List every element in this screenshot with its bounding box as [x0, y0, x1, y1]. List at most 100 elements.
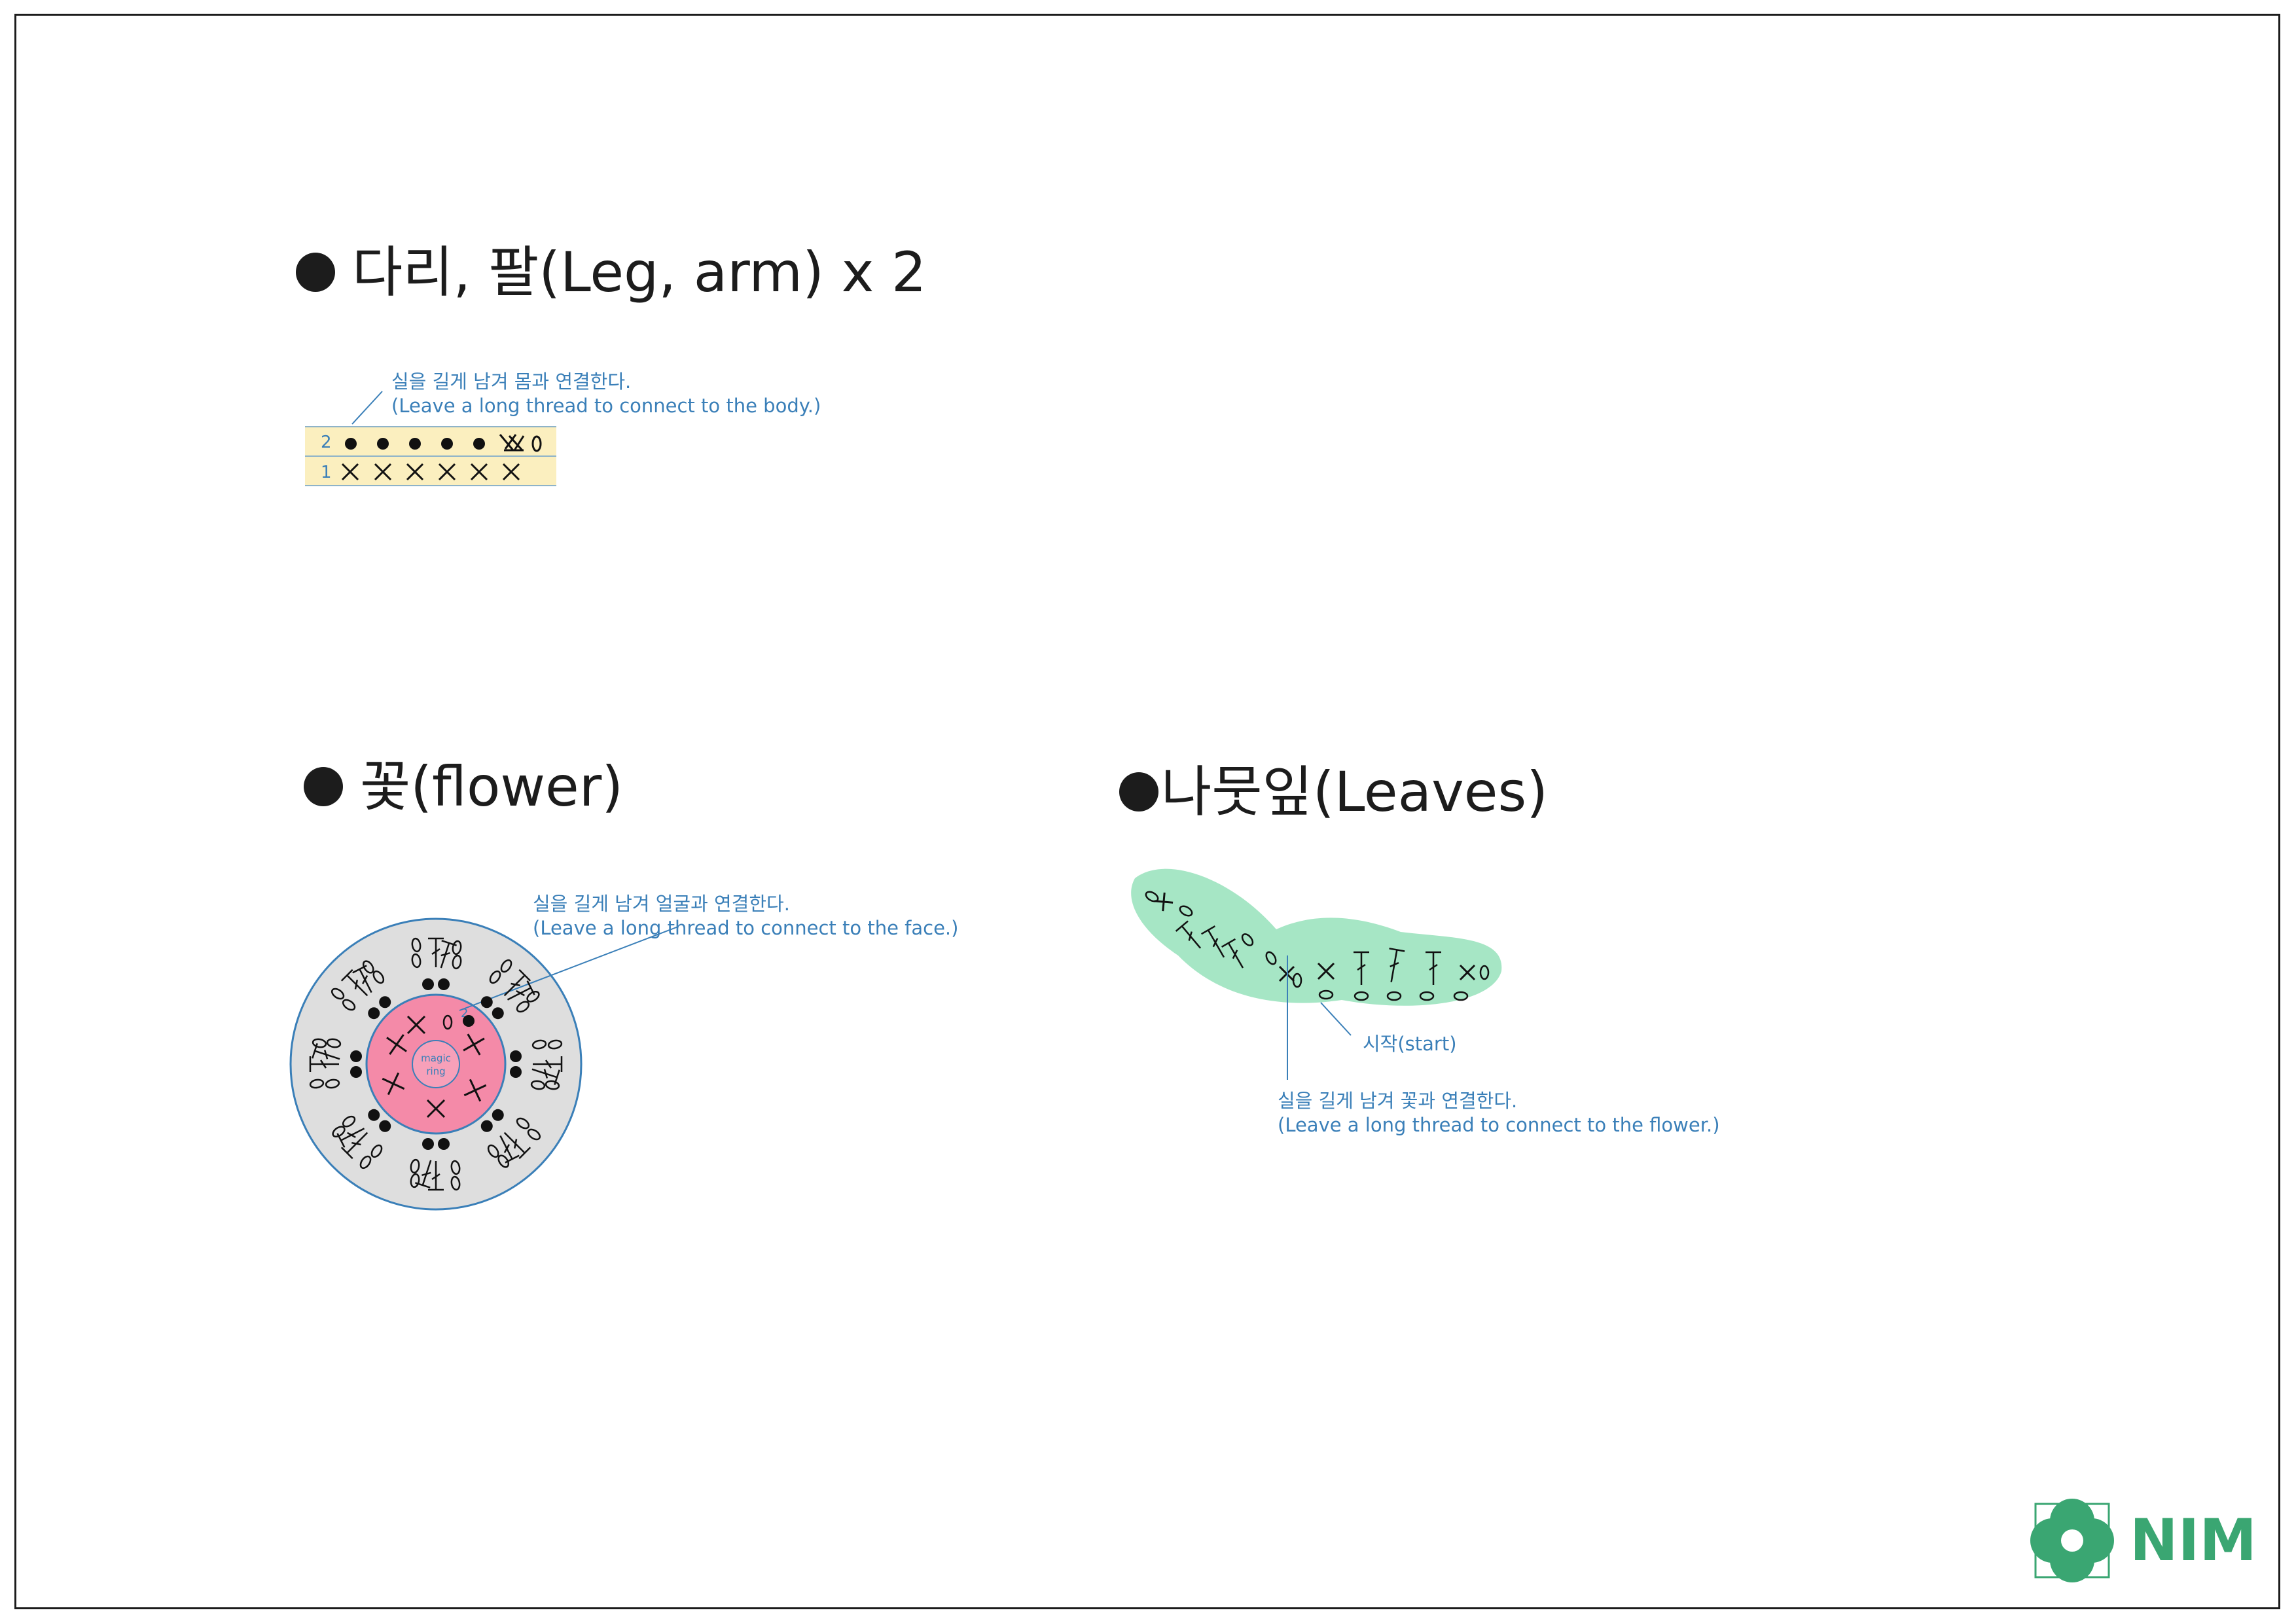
chain-stitch-icon [450, 1160, 461, 1175]
slip-stitch-icon [409, 438, 421, 450]
chain-stitch-icon [342, 1115, 356, 1128]
chain-stitch-icon [531, 1039, 547, 1050]
round-label: 2 [461, 1007, 468, 1020]
chain-stitch-icon [342, 999, 356, 1011]
chain-stitch-icon [450, 1175, 461, 1191]
petal [411, 937, 462, 990]
flower-title: 꽃(flower) [304, 759, 623, 814]
petal [309, 1038, 362, 1089]
leader-line [1320, 1002, 1352, 1036]
chain-stitch-icon [372, 970, 385, 984]
slip-stitch-icon [480, 996, 493, 1008]
leg-arm-chart: 2 1 [305, 391, 556, 486]
double-crochet-icon [1354, 951, 1369, 985]
slip-stitch-icon [463, 1015, 475, 1027]
slip-stitch-icon [422, 1138, 434, 1150]
bullet-icon [304, 767, 343, 807]
chain-stitch-icon [452, 940, 462, 955]
single-crochet-icon [426, 1099, 446, 1118]
chain-stitch-icon [487, 1144, 499, 1158]
magic-ring [412, 1040, 460, 1088]
double-crochet-icon [428, 937, 444, 967]
increase-stitch-icon [499, 434, 525, 452]
chain-stitch-icon [442, 1014, 453, 1030]
slip-stitch-icon [350, 1066, 362, 1078]
flower-note-en: (Leave a long thread to connect to the f… [533, 917, 959, 939]
chain-stitch-icon [526, 990, 540, 1003]
chain-stitch-icon [1386, 991, 1402, 1001]
leaves-note-ko: 실을 길게 남겨 꽃과 연결한다. [1278, 1090, 1518, 1112]
chain-stitch-icon [1318, 990, 1334, 1000]
leg-arm-note-ko: 실을 길게 남겨 몸과 연결한다. [391, 370, 632, 393]
leg-arm-note: 실을 길게 남겨 몸과 연결한다. (Leave a long thread t… [391, 370, 821, 418]
chain-stitch-icon [516, 1117, 530, 1130]
slip-stitch-icon [379, 996, 391, 1008]
flower-note-ko: 실을 길게 남겨 얼굴과 연결한다. [533, 893, 790, 915]
chain-stitch-icon [370, 1144, 383, 1158]
chain-stitch-icon [1179, 905, 1193, 917]
double-crochet-icon [309, 1056, 339, 1072]
chain-stitch-icon [1145, 891, 1159, 902]
slip-stitch-icon [438, 978, 450, 990]
chain-stitch-icon [1479, 965, 1490, 980]
petal [331, 960, 391, 1020]
chain-stitch-icon [527, 1128, 541, 1141]
chain-stitch-icon [309, 1079, 325, 1089]
chain-stitch-icon [547, 1039, 563, 1050]
chain-stitch-icon [1453, 991, 1469, 1001]
flower-note: 실을 길게 남겨 얼굴과 연결한다. (Leave a long thread … [533, 892, 958, 940]
single-crochet-icon [463, 1079, 487, 1102]
single-crochet-icon [1154, 892, 1174, 912]
double-crochet-icon [1175, 920, 1202, 949]
double-crochet-icon [1389, 948, 1405, 982]
double-crochet-icon [1221, 938, 1244, 969]
leaves-title: 나뭇잎(Leaves) [1119, 764, 1548, 819]
petal [332, 1109, 391, 1169]
chain-stitch-icon [489, 970, 501, 984]
leaves-start-label: 시작(start) [1363, 1033, 1457, 1055]
leaves-chart [1131, 868, 1502, 1080]
slip-stitch-icon [368, 1109, 380, 1121]
chain-stitch-icon [452, 954, 462, 970]
chain-stitch-icon [1354, 991, 1369, 1001]
chain-stitch-icon [326, 1038, 342, 1048]
chain-stitch-icon [410, 1173, 420, 1188]
chain-stitch-icon [325, 1079, 340, 1089]
petal [480, 1109, 541, 1168]
flower-title-text: 꽃(flower) [360, 755, 624, 819]
petal-stitches [309, 937, 563, 1191]
slip-stitch-icon [480, 1120, 493, 1132]
slip-stitch-icon [422, 978, 434, 990]
slip-stitch-icon [492, 1109, 504, 1121]
chain-stitch-icon [531, 435, 542, 452]
slip-stitch-icon [441, 438, 453, 450]
double-crochet-icon [533, 1056, 563, 1072]
chain-stitch-icon [545, 1080, 560, 1090]
chain-stitch-icon [362, 960, 374, 974]
slip-stitch-icon [377, 438, 389, 450]
page-frame [14, 14, 2280, 1609]
double-crochet-icon [1426, 951, 1441, 985]
slip-stitch-icon [510, 1066, 522, 1078]
double-crochet-icon [503, 969, 531, 997]
leader-line [459, 926, 679, 1011]
slip-stitch-icon [368, 1007, 380, 1020]
slip-stitch-icon [350, 1050, 362, 1062]
single-crochet-icon [386, 1034, 407, 1055]
flower-chart: magic ring 2 [289, 918, 679, 1211]
chain-stitch-icon [1265, 951, 1277, 965]
leg-arm-title-text: 다리, 팔(Leg, arm) x 2 [352, 240, 927, 304]
chain-stitch-icon [1292, 972, 1302, 988]
leaf-shape [1131, 868, 1502, 1006]
single-crochet-icon [1317, 962, 1335, 980]
chain-stitch-icon [500, 959, 512, 973]
chain-stitch-icon [312, 1038, 327, 1048]
magic-ring-label: ring [426, 1065, 445, 1077]
magic-ring-label: magic [421, 1052, 451, 1064]
double-crochet-icon [503, 1132, 531, 1160]
slip-stitch-icon [473, 438, 485, 450]
chain-stitch-icon [516, 1001, 530, 1013]
inner-stitches [382, 1014, 487, 1118]
row-label-2: 2 [321, 433, 332, 452]
